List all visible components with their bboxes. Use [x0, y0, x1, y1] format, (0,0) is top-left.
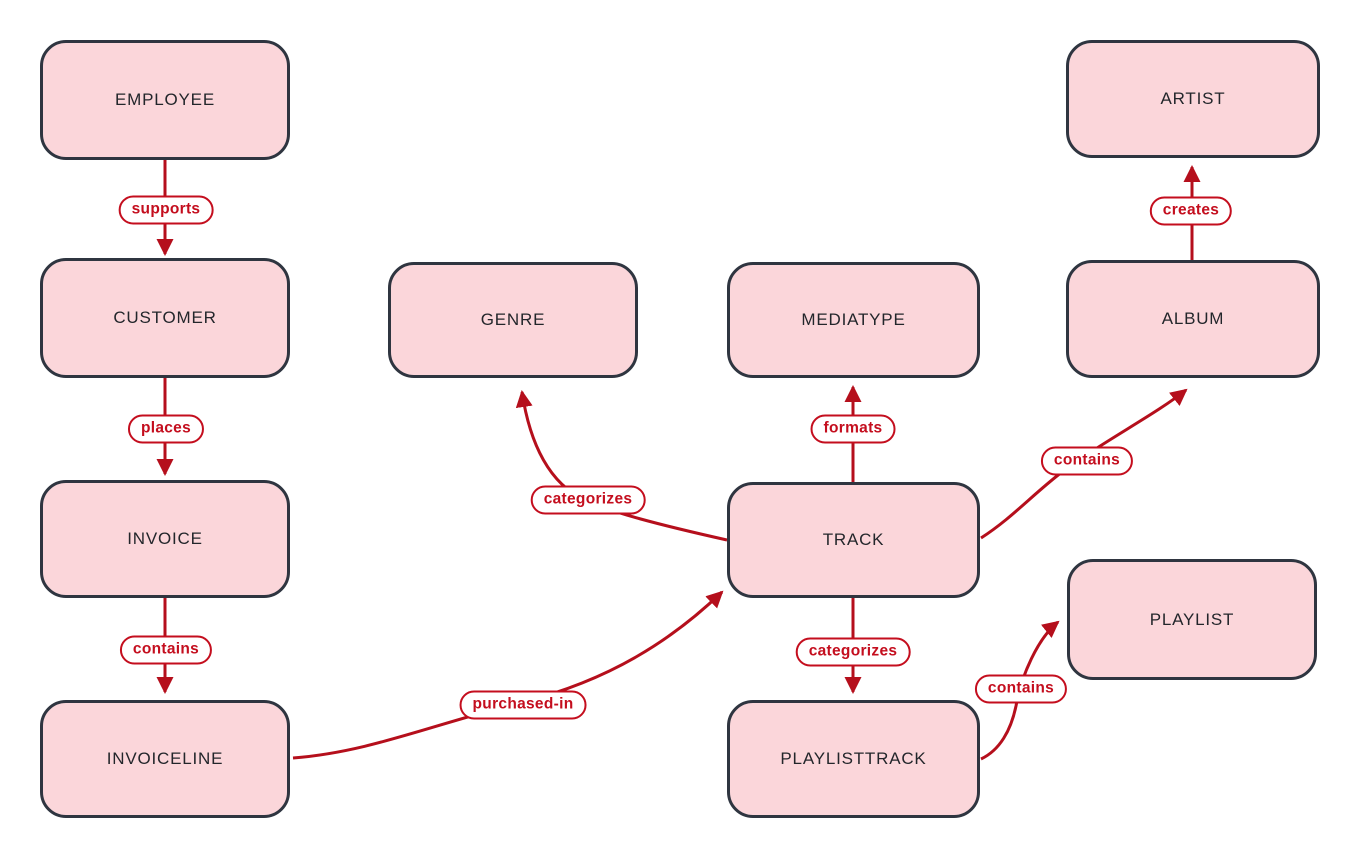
- edge-track-genre: [515, 390, 728, 542]
- node-customer: CUSTOMER: [40, 258, 290, 378]
- node-genre-label: GENRE: [480, 310, 546, 329]
- edge-playlisttrack-playlist: [980, 620, 1060, 761]
- relationship-contains-album-label: contains: [1040, 446, 1134, 476]
- node-album: ALBUM: [1066, 260, 1320, 378]
- node-employee-label: EMPLOYEE: [115, 90, 215, 109]
- relationship-contains-invoiceline-label: contains: [119, 635, 213, 665]
- node-employee: EMPLOYEE: [40, 40, 290, 160]
- node-artist-label: ARTIST: [1160, 89, 1226, 108]
- node-invoice: INVOICE: [40, 480, 290, 598]
- relationship-purchased-in-label: purchased-in: [459, 690, 587, 720]
- node-genre: GENRE: [388, 262, 638, 378]
- node-album-label: ALBUM: [1161, 309, 1225, 328]
- node-track: TRACK: [727, 482, 980, 598]
- node-customer-label: CUSTOMER: [113, 308, 217, 327]
- node-mediatype-label: MEDIATYPE: [801, 310, 906, 329]
- relationship-places-label: places: [127, 414, 205, 444]
- relationship-supports-label: supports: [118, 195, 214, 225]
- node-playlisttrack-label: PLAYLISTTRACK: [780, 749, 927, 768]
- relationship-creates-label: creates: [1149, 196, 1233, 226]
- node-invoiceline-label: INVOICELINE: [106, 749, 224, 768]
- node-playlist: PLAYLIST: [1067, 559, 1317, 680]
- node-artist: ARTIST: [1066, 40, 1320, 158]
- node-playlist-label: PLAYLIST: [1149, 609, 1235, 629]
- node-invoiceline: INVOICELINE: [40, 700, 290, 818]
- relationship-formats-label: formats: [810, 414, 896, 444]
- relationship-categorizes-genre-label: categorizes: [530, 485, 646, 515]
- relationship-contains-playlist-label: contains: [974, 674, 1068, 704]
- node-playlisttrack: PLAYLISTTRACK: [727, 700, 980, 818]
- node-mediatype: MEDIATYPE: [727, 262, 980, 378]
- relationship-categorizes-playlisttrack-label: categorizes: [795, 637, 911, 667]
- edge-invoiceline-track: [292, 590, 724, 760]
- node-track-label: TRACK: [822, 530, 885, 549]
- node-invoice-label: INVOICE: [127, 529, 203, 548]
